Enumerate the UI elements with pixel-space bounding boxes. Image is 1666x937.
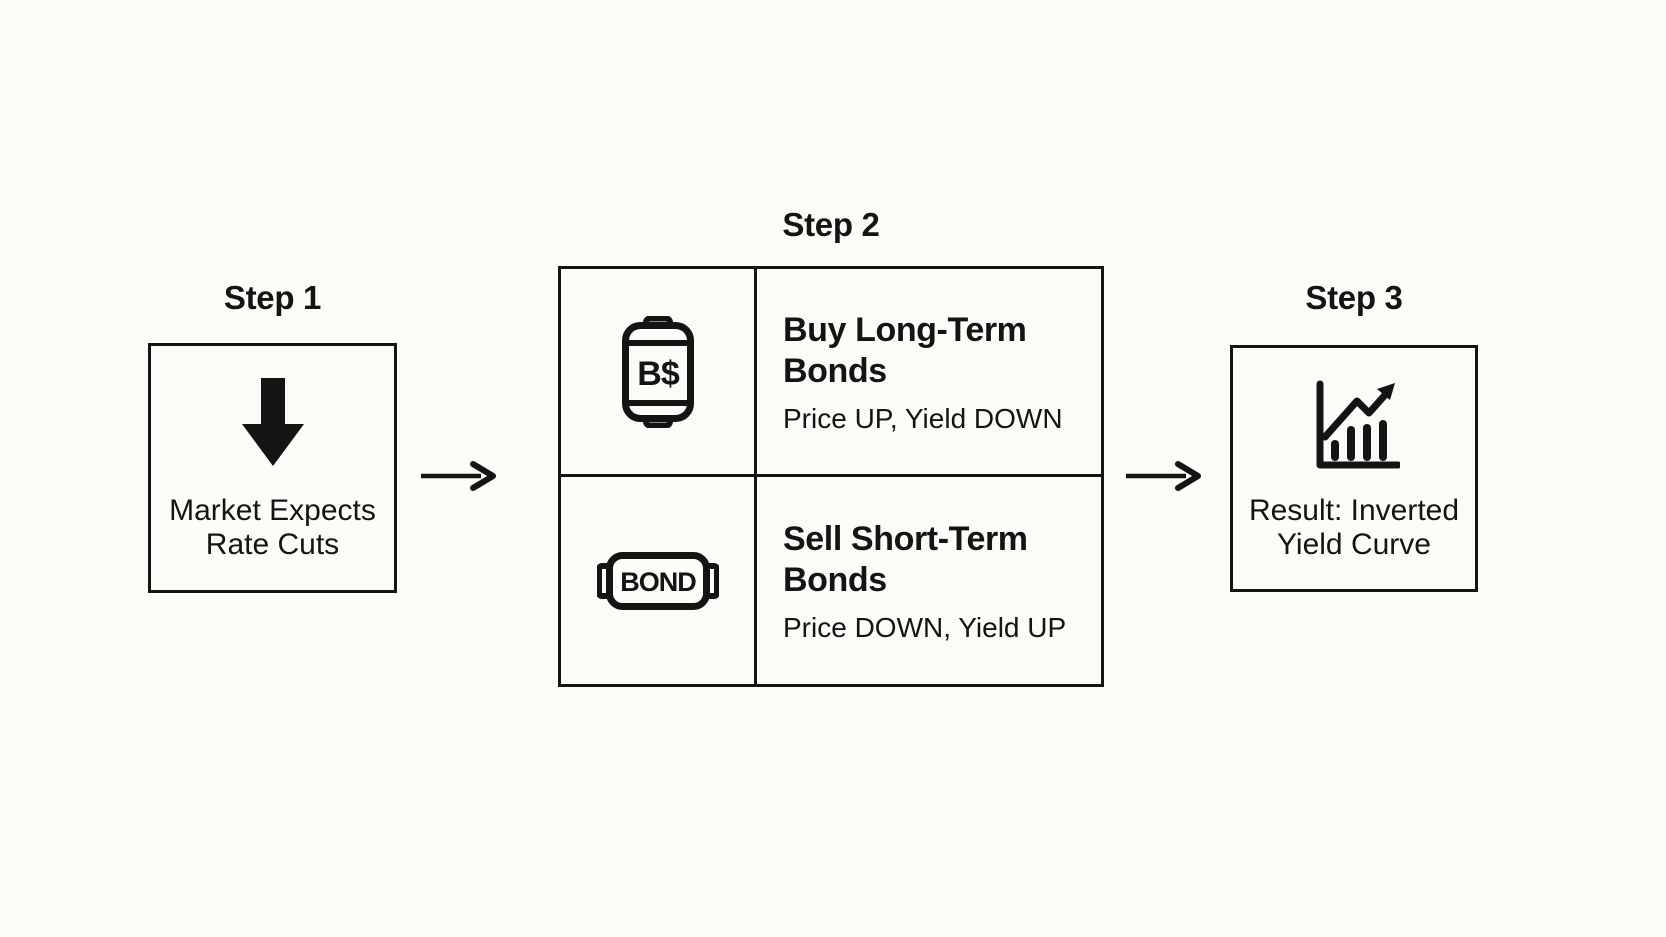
buy-long-term-icon-cell: B$ [561,269,757,477]
step3-text: Result: Inverted Yield Curve [1248,494,1460,561]
bond-certificate-icon-text: BOND [620,567,696,597]
arrow-right-icon [1124,460,1210,492]
arrow-right-icon [419,460,505,492]
step3-box: Result: Inverted Yield Curve [1230,345,1478,592]
step1-label: Step 1 [223,279,322,316]
trend-chart-icon [1308,378,1402,472]
sell-short-term-icon-cell: BOND [561,477,757,684]
bond-dollar-icon-text: B$ [637,355,680,393]
sell-short-term-subtitle: Price DOWN, Yield UP [783,611,1067,643]
step1-box: Market Expects Rate Cuts [148,343,397,593]
buy-long-term-cell: Buy Long-Term Bonds Price UP, Yield DOWN [757,269,1101,477]
down-arrow-icon [241,378,305,468]
sell-short-term-cell: Sell Short-Term Bonds Price DOWN, Yield … [757,477,1101,684]
step3-label: Step 3 [1305,279,1403,316]
sell-short-term-title: Sell Short-Term Bonds [783,519,1028,599]
bond-dollar-icon: B$ [621,315,694,428]
step1-text: Market Expects Rate Cuts [169,494,376,561]
step2-label: Step 2 [782,206,880,243]
bond-certificate-icon: BOND [595,551,720,610]
buy-long-term-subtitle: Price UP, Yield DOWN [783,402,1063,434]
step2-box: B$ Buy Long-Term Bonds Price UP, Yield D… [558,266,1104,687]
buy-long-term-title: Buy Long-Term Bonds [783,310,1027,390]
